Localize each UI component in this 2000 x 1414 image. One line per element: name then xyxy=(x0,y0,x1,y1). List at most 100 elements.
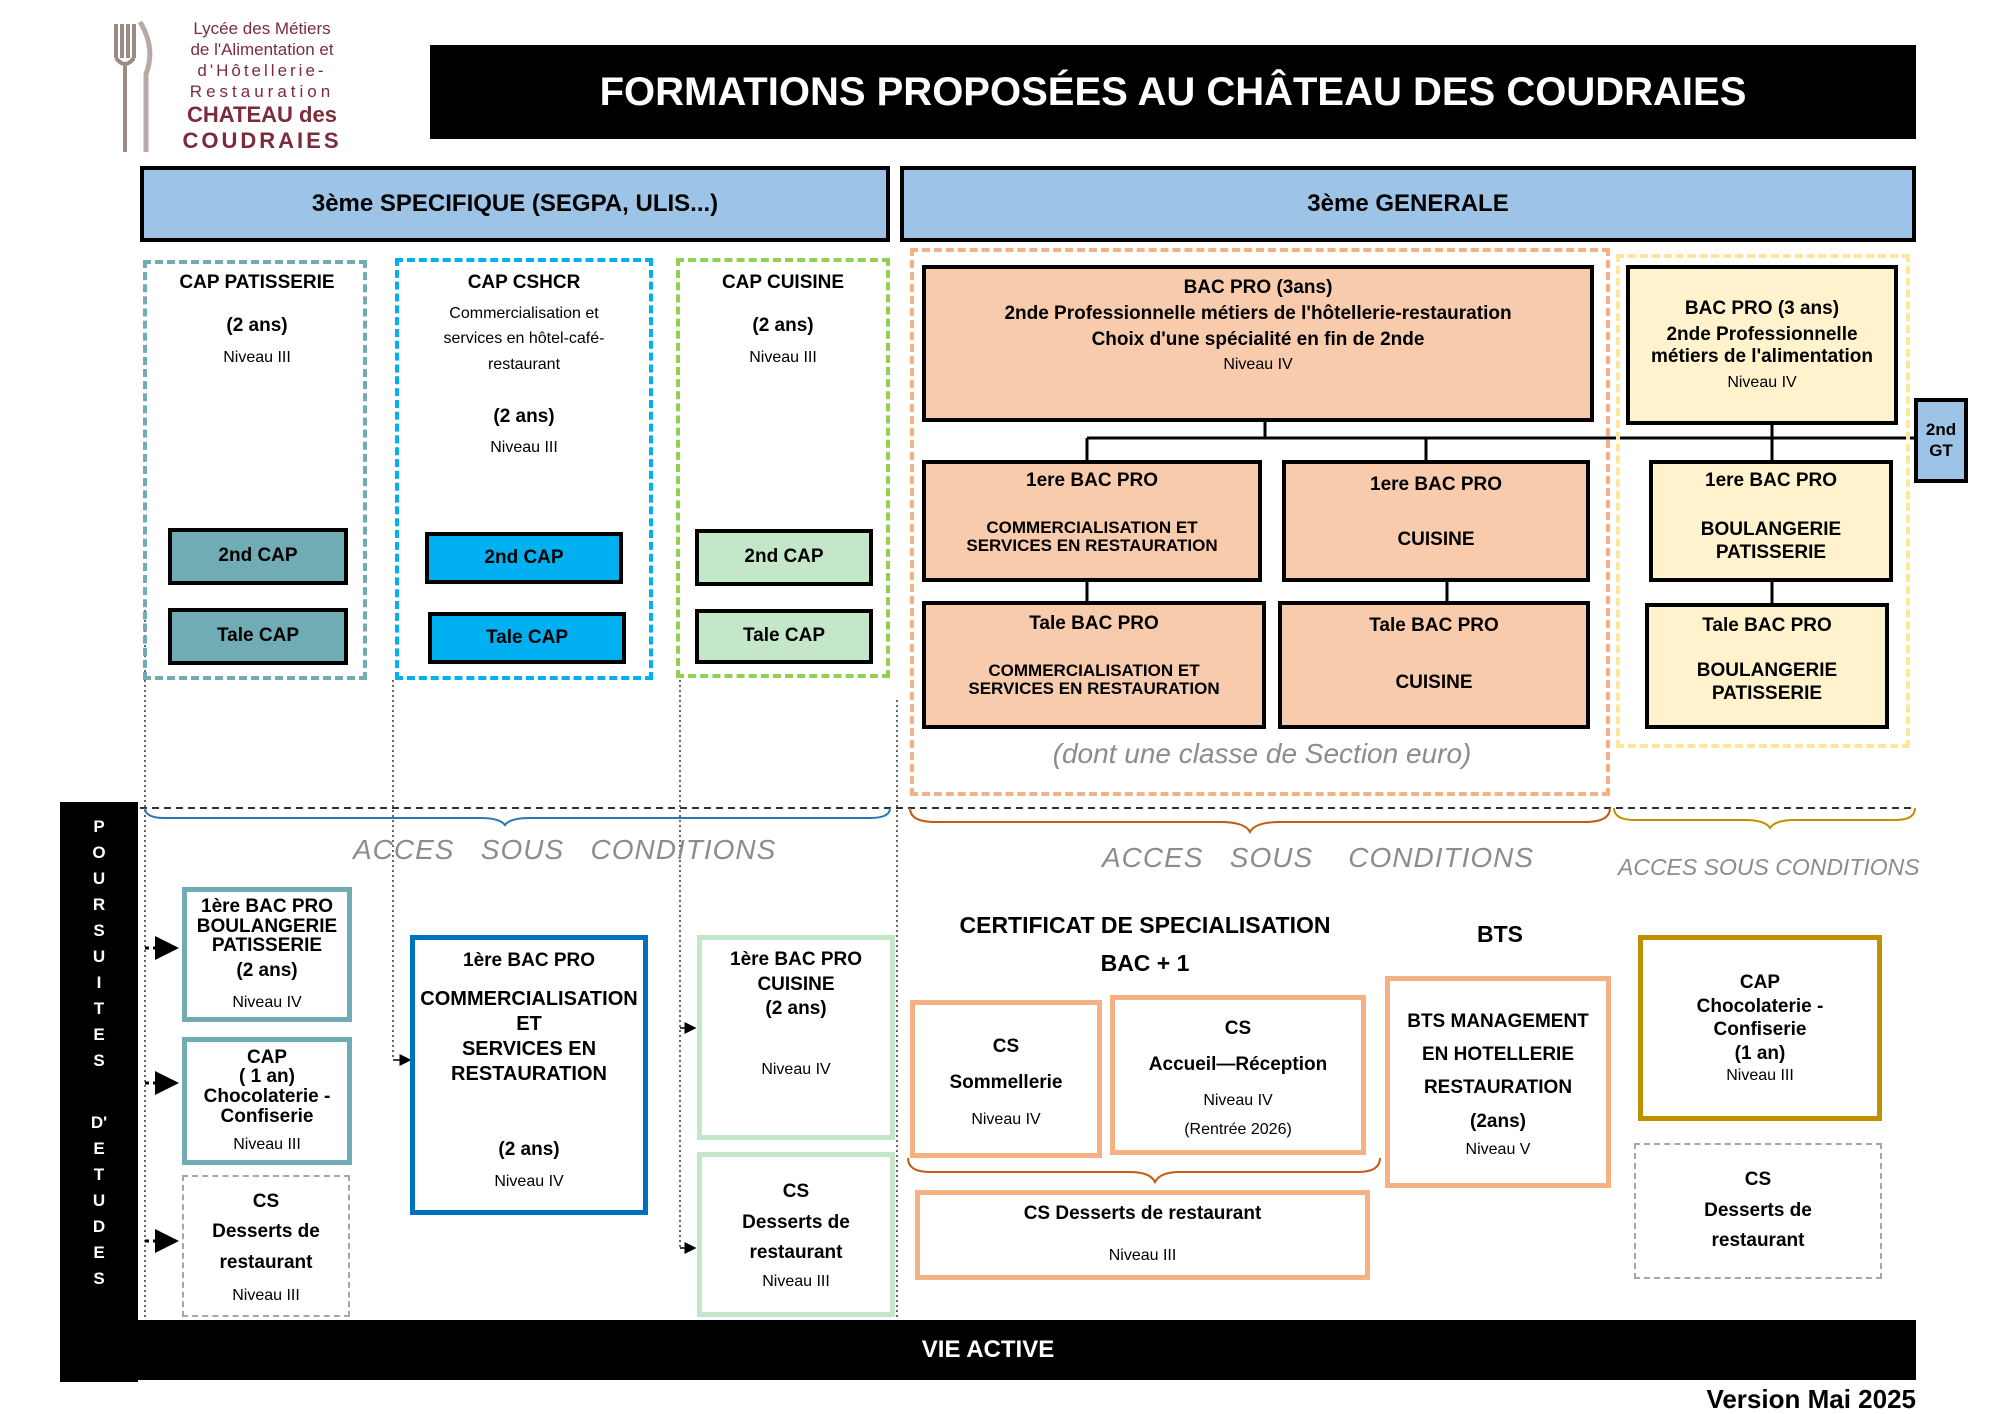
certif-title: CERTIFICAT DE SPECIALISATION xyxy=(959,912,1331,938)
box-title: 1ère BAC PRO xyxy=(463,950,595,971)
cap-cuisine-group xyxy=(676,258,890,678)
bts-management: BTS MANAGEMENT EN HOTELLERIE RESTAURATIO… xyxy=(1385,976,1611,1188)
side-letter: S xyxy=(93,1269,105,1288)
cap-level: Niveau III xyxy=(490,439,558,457)
cap-cuisine-2nd: 2nd CAP xyxy=(695,529,873,586)
logo-line: Restauration xyxy=(189,82,335,101)
side-letter: O xyxy=(92,843,106,862)
cap-cshcr-group xyxy=(395,258,653,680)
box-level: Niveau IV xyxy=(494,1172,564,1190)
bac-year-sub: COMMERCIALISATION ET SERVICES EN RESTAUR… xyxy=(968,660,1220,698)
cap-title: CAP PATISSERIE xyxy=(179,272,335,293)
box-title: CS Sommellerie xyxy=(949,1036,1063,1094)
logo-line: de l'Alimentation et xyxy=(190,40,334,59)
side-letter: E xyxy=(93,1025,105,1044)
box-title: CS Desserts de restaurant xyxy=(212,1190,320,1273)
box-level: Niveau III xyxy=(762,1273,830,1291)
box-title: CAP Chocolaterie - Confiserie (1 an) xyxy=(1696,971,1824,1065)
bac-year-sub: BOULANGERIE PATISSERIE xyxy=(1696,659,1838,704)
poursuite-cap-chocolaterie-right: CAP Chocolaterie - Confiserie (1 an) Niv… xyxy=(1638,935,1882,1121)
box-level: Niveau V xyxy=(1465,1140,1531,1158)
side-letter: D xyxy=(92,1217,106,1236)
bac-year-sub: CUISINE xyxy=(1395,671,1473,693)
side-letter: E xyxy=(93,1139,105,1158)
poursuite-bp-csr: 1ère BAC PRO COMMERCIALISATION ET SERVIC… xyxy=(410,935,648,1215)
box-level: Niveau III xyxy=(1108,1246,1177,1264)
box-level: Niveau IV xyxy=(971,1110,1041,1128)
bac-year-title: Tale BAC PRO xyxy=(1702,615,1832,636)
box-title: CS Desserts de restaurant xyxy=(1023,1203,1262,1224)
cap-cshcr-info: CAP CSHCR Commercialisation et services … xyxy=(400,272,648,472)
bac-year-sub: COMMERCIALISATION ET SERVICES EN RESTAUR… xyxy=(966,517,1218,555)
box-level: Niveau III xyxy=(233,1136,301,1154)
acces-right: ACCES SOUS CONDITIONS xyxy=(1618,854,1920,880)
side-letter: D' xyxy=(90,1113,108,1132)
side-letter: S xyxy=(93,1051,105,1070)
bac-year-title: Tale BAC PRO xyxy=(1029,613,1159,634)
side-letter: P xyxy=(93,817,105,836)
bac-year-sub: CUISINE xyxy=(1397,528,1475,550)
acces-middle: ACCES SOUS CONDITIONS xyxy=(1102,842,1535,873)
box-title: BTS MANAGEMENT EN HOTELLERIE RESTAURATIO… xyxy=(1407,1010,1589,1132)
vie-active: VIE ACTIVE xyxy=(60,1320,1916,1380)
header-3eme-specifique: 3ème SPECIFIQUE (SEGPA, ULIS...) xyxy=(140,166,890,242)
logo-line: Lycée des Métiers xyxy=(193,19,331,38)
bac-line: Choix d'une spécialité en fin de 2nde xyxy=(1091,328,1425,350)
box-level: Niveau III xyxy=(232,1286,300,1304)
bac-alim-1ere: 1ere BAC PRO BOULANGERIE PATISSERIE xyxy=(1649,460,1893,582)
side-letter: U xyxy=(92,947,106,966)
poursuite-cs-desserts-3: CS Desserts de restaurant xyxy=(1634,1143,1882,1279)
cap-cuisine-tale: Tale CAP xyxy=(695,609,873,664)
side-label: P O U R S U I T E S D' E T U D E S xyxy=(60,814,138,1292)
cap-patisserie-tale: Tale CAP xyxy=(168,608,348,665)
box-note: (Rentrée 2026) xyxy=(1184,1121,1292,1139)
cap-level: Niveau III xyxy=(749,348,817,366)
cap-cuisine-info: CAP CUISINE (2 ans) Niveau III xyxy=(680,272,886,402)
bac-1ere-csr: 1ere BAC PRO COMMERCIALISATION ET SERVIC… xyxy=(922,460,1262,582)
bac-level: Niveau IV xyxy=(1223,356,1293,374)
bac-year-title: 1ere BAC PRO xyxy=(1705,470,1837,491)
certif-sub: BAC + 1 xyxy=(1100,950,1190,976)
cap-cshcr-2nd: 2nd CAP xyxy=(425,532,623,584)
box-duration: (2 ans) xyxy=(236,960,298,982)
bac-alim-2nde: BAC PRO (3 ans) 2nde Professionnelle mét… xyxy=(1626,265,1898,425)
box-sub: COMMERCIALISATION ET SERVICES EN RESTAUR… xyxy=(420,987,638,1085)
bts-title: BTS xyxy=(1477,921,1523,947)
box-level: Niveau IV xyxy=(761,1061,831,1079)
side-letter: U xyxy=(92,869,106,888)
side-letter: R xyxy=(92,895,106,914)
poursuite-cs-desserts-2: CS Desserts de restaurant Niveau III xyxy=(697,1152,895,1317)
box-duration: (2 ans) xyxy=(498,1138,560,1160)
cap-cshcr-tale: Tale CAP xyxy=(428,612,626,664)
poursuite-cap-chocolaterie: CAP ( 1 an) Chocolaterie - Confiserie Ni… xyxy=(182,1037,352,1165)
bac-line: BAC PRO (3ans) xyxy=(1183,277,1333,298)
cap-duration: (2 ans) xyxy=(226,314,288,336)
side-bar xyxy=(60,802,138,1382)
bac-year-title: 1ere BAC PRO xyxy=(1026,470,1158,491)
cap-title: CAP CUISINE xyxy=(721,272,845,293)
cap-title: CAP CSHCR xyxy=(467,272,581,293)
cs-desserts-wide: CS Desserts de restaurant Niveau III xyxy=(915,1190,1370,1280)
bac-level: Niveau IV xyxy=(1727,374,1797,392)
version: Version Mai 2025 xyxy=(1706,1384,1916,1414)
box-title: CS Accueil—Réception xyxy=(1148,1017,1328,1075)
second-gt: 2nd GT xyxy=(1914,398,1968,483)
bac-line: BAC PRO (3 ans) xyxy=(1684,297,1840,319)
poursuite-bp-cuisine: 1ère BAC PRO CUISINE (2 ans) Niveau IV xyxy=(697,935,895,1140)
box-level: Niveau IV xyxy=(232,994,302,1012)
cs-accueil-reception: CS Accueil—Réception Niveau IV (Rentrée … xyxy=(1110,995,1366,1155)
bac-year-title: Tale BAC PRO xyxy=(1369,615,1499,636)
bac-tale-cuisine: Tale BAC PRO CUISINE xyxy=(1278,601,1590,729)
logo-name: CHATEAU des xyxy=(187,102,337,127)
cap-patisserie-group xyxy=(143,260,367,680)
poursuite-bp-boulangerie: 1ère BAC PRO BOULANGERIE PATISSERIE (2 a… xyxy=(182,887,352,1022)
logo-line: d'Hôtellerie- xyxy=(197,61,327,80)
bac-year-title: 1ere BAC PRO xyxy=(1370,474,1502,495)
header-3eme-generale: 3ème GENERALE xyxy=(900,166,1916,242)
fork-icon xyxy=(114,20,153,152)
poursuite-cs-desserts-1: CS Desserts de restaurant Niveau III xyxy=(182,1175,350,1317)
box-level: Niveau IV xyxy=(1203,1091,1273,1109)
bac-line: 2nde Professionnelle métiers de l'alimen… xyxy=(1650,323,1874,368)
